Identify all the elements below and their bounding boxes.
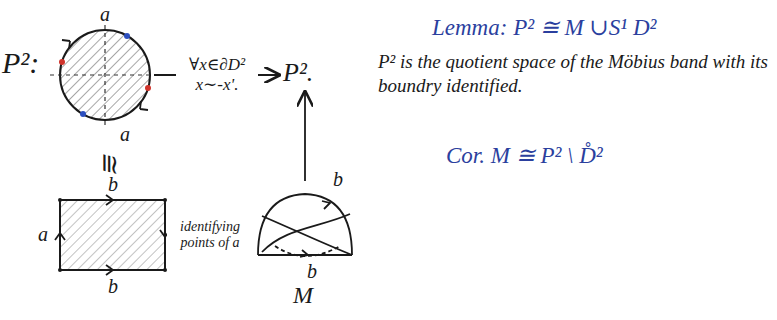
- connector-arrow: [304, 92, 306, 181]
- node-text: b: [108, 174, 118, 194]
- node-text: P².: [283, 60, 318, 86]
- homeomorphism-symbol: ≅: [93, 151, 126, 173]
- disc-figure: [50, 25, 160, 125]
- square-node: baab: [60, 200, 165, 270]
- node-text: b: [307, 261, 317, 281]
- node-text: a: [100, 4, 110, 24]
- target-node: P².: [283, 60, 318, 88]
- remark-note: P² is the quotient space of the Möbius b…: [378, 50, 770, 98]
- node-text: M: [293, 283, 313, 307]
- edge-label: identifying points of a: [167, 218, 253, 252]
- square-figure: [55, 195, 170, 275]
- lemma-note: Lemma: P² ≅ M ∪S¹ D²: [432, 14, 656, 43]
- corollary-note: Cor. M ≅ P² \ D̊²: [446, 142, 603, 171]
- disc-node: P²:aa: [60, 30, 150, 120]
- node-text: a: [120, 124, 130, 144]
- node-text: P²:: [2, 48, 39, 78]
- edge-label: ∀x∈∂D² x∼-x'.: [176, 54, 258, 95]
- mobius-band-figure: [258, 194, 352, 257]
- node-text: b: [108, 276, 118, 296]
- mobius-node: bbM: [255, 185, 355, 270]
- node-text: a: [38, 224, 48, 244]
- node-text: b: [333, 169, 343, 189]
